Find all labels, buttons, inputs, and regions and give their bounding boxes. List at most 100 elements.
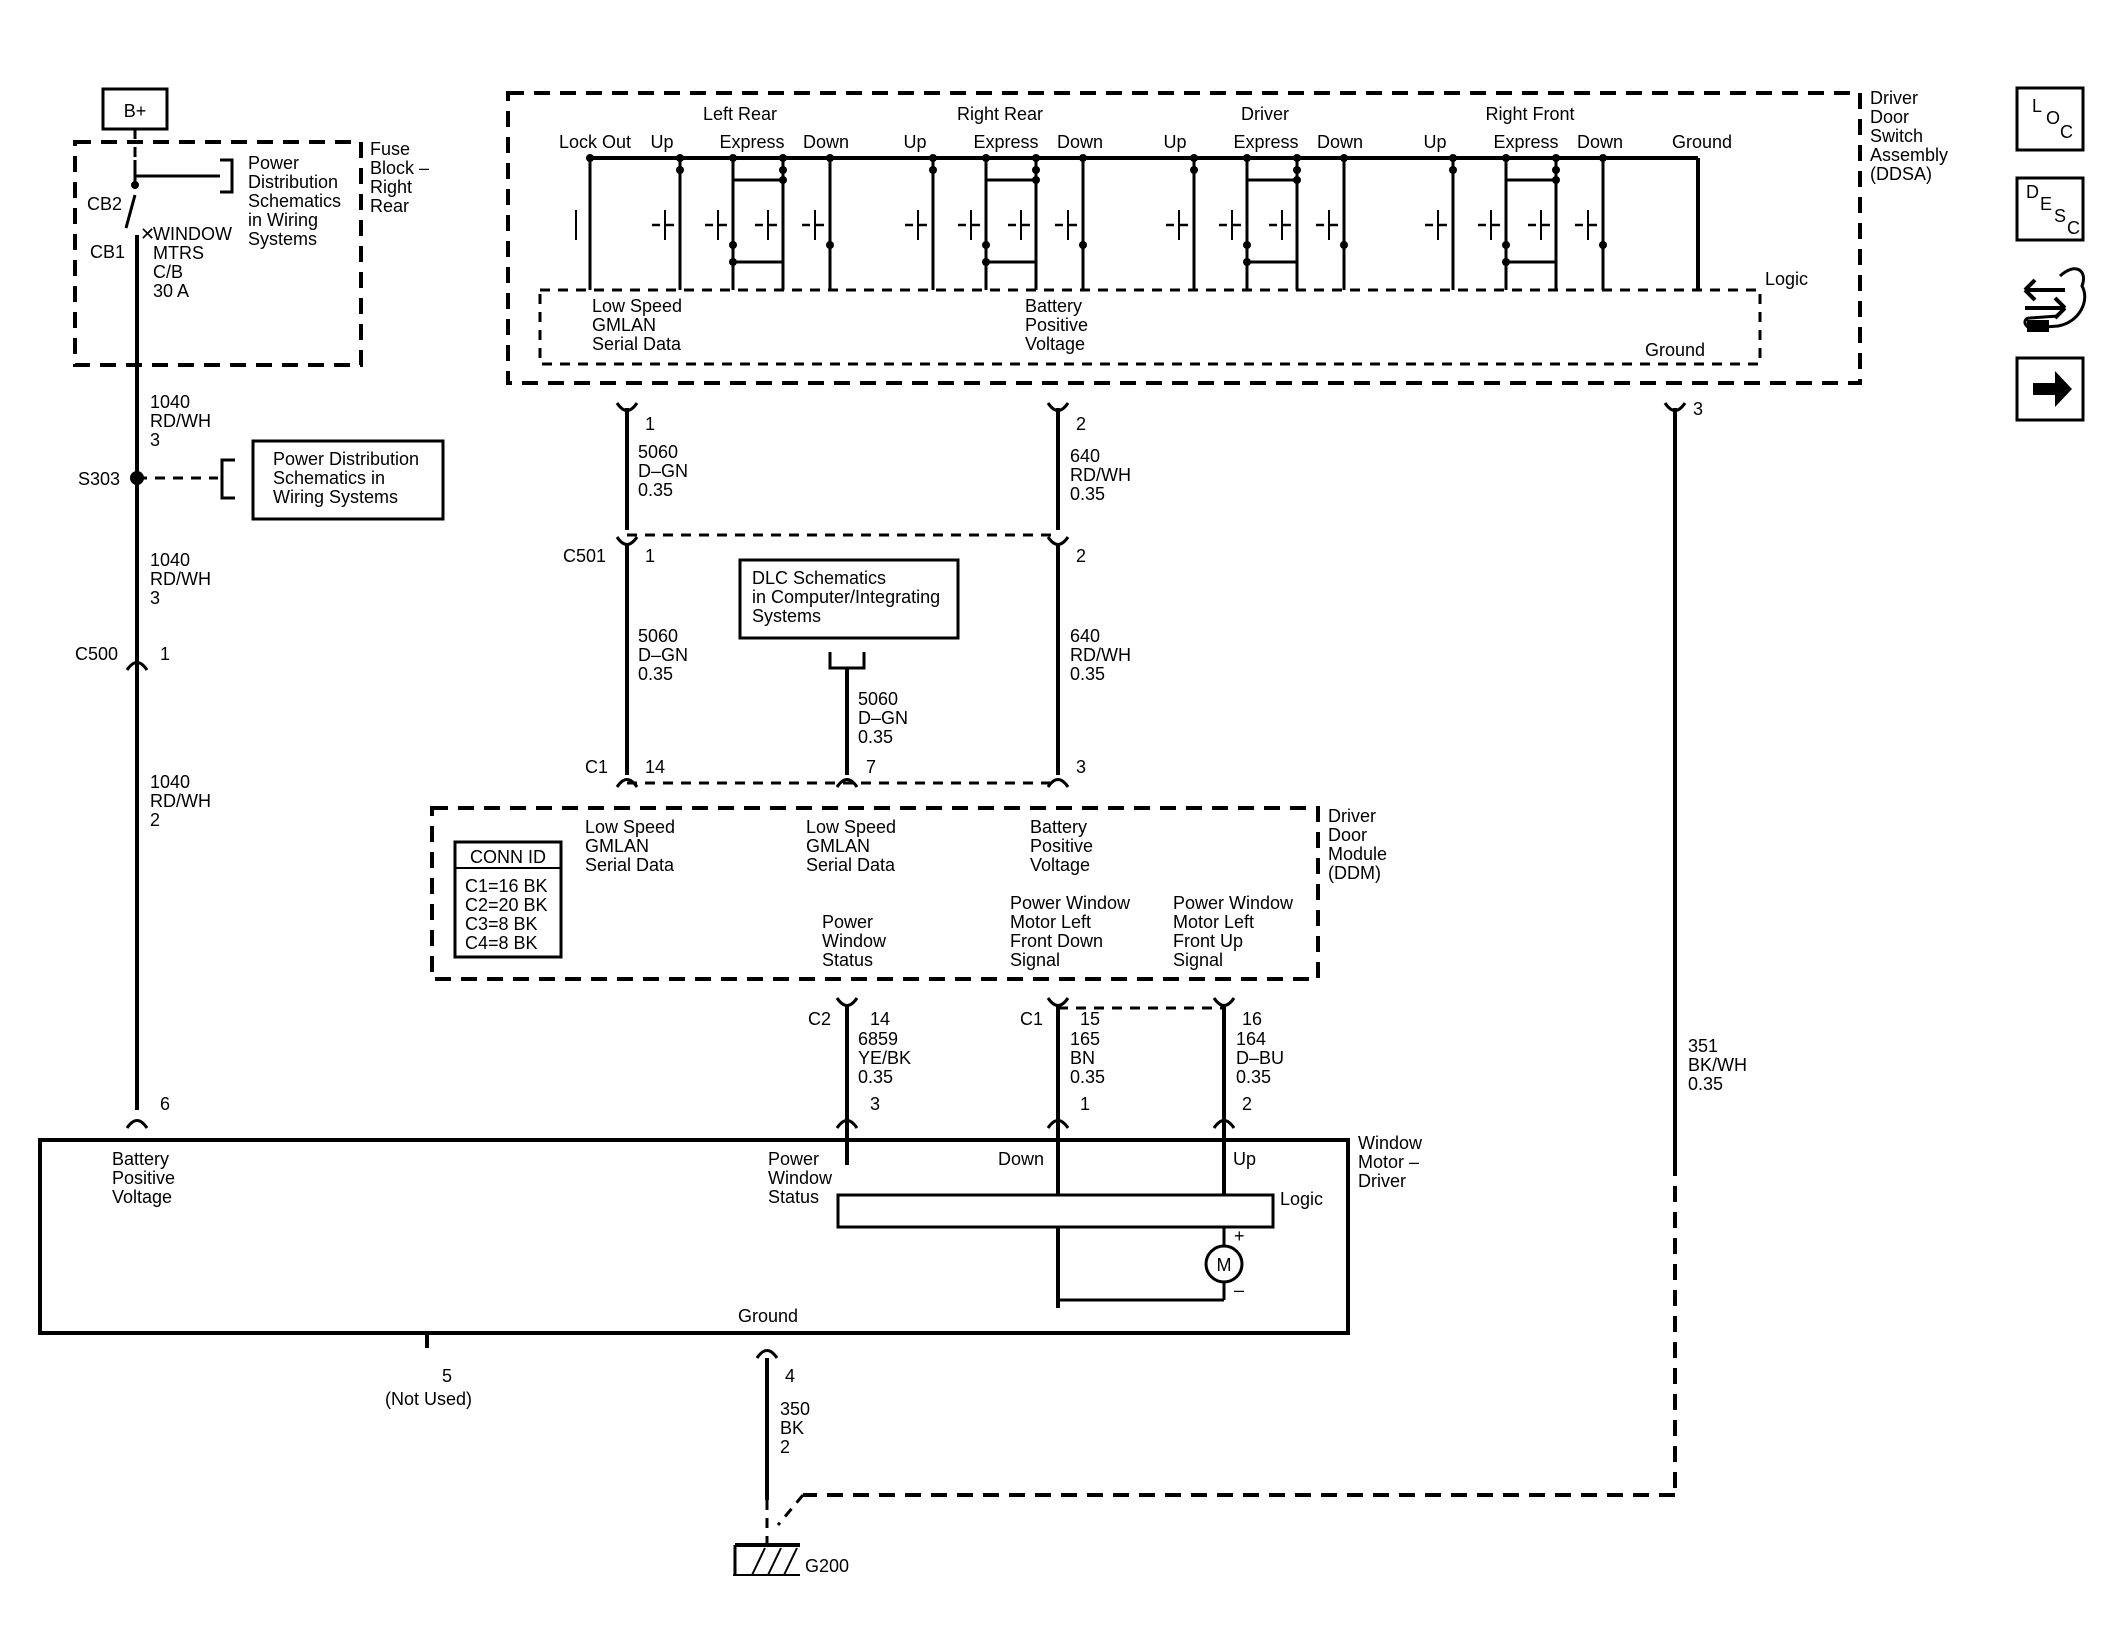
svg-text:Battery: Battery	[112, 1149, 169, 1169]
svg-text:D: D	[2026, 182, 2039, 202]
motor-down-label: Down	[998, 1149, 1044, 1169]
window-motor: Window Motor – Driver Battery Positive V…	[38, 1133, 1423, 1335]
ddm-motor-up-signal: Power Window Motor Left Front Up Signal	[1173, 893, 1294, 970]
svg-text:Serial Data: Serial Data	[806, 855, 896, 875]
svg-text:Serial Data: Serial Data	[592, 334, 682, 354]
right-arrow-icon[interactable]	[2033, 371, 2072, 407]
splice-ref-box: Power Distribution Schematics in Wiring …	[251, 439, 445, 521]
svg-text:6: 6	[160, 1094, 170, 1114]
svg-text:Positive: Positive	[1025, 315, 1088, 335]
ddsa-switch-assembly: Driver Door Switch Assembly (DDSA) Logic…	[506, 88, 1948, 385]
svg-text:C: C	[2067, 218, 2080, 238]
express-node	[729, 258, 737, 266]
loc-nav-button[interactable]: L O C	[2015, 86, 2085, 152]
svg-text:Switch: Switch	[1870, 126, 1923, 146]
motor-logic-label: Logic	[1280, 1189, 1323, 1209]
svg-text:Low Speed: Low Speed	[592, 296, 682, 316]
c2-label: C2	[808, 1009, 831, 1029]
dlc-bracket	[828, 652, 866, 670]
svg-text:5060: 5060	[858, 689, 898, 709]
svg-text:Motor Left: Motor Left	[1173, 912, 1254, 932]
svg-text:Power Window: Power Window	[1010, 893, 1131, 913]
svg-text:BN: BN	[1070, 1048, 1095, 1068]
svg-text:1: 1	[645, 414, 655, 434]
svg-text:165: 165	[1070, 1029, 1100, 1049]
svg-text:14: 14	[870, 1009, 890, 1029]
svg-text:Power Window: Power Window	[1173, 893, 1294, 913]
c1-label: C1	[585, 757, 608, 777]
motor-pin-3	[835, 1119, 859, 1129]
switch-node	[1502, 154, 1510, 162]
svg-text:L: L	[2032, 96, 2042, 116]
express-node	[982, 258, 990, 266]
svg-text:C3=8 BK: C3=8 BK	[465, 914, 538, 934]
ddsa-title: Driver Door Switch Assembly (DDSA)	[1870, 88, 1948, 184]
wire-label-350: 350 BK 2	[780, 1399, 810, 1457]
svg-text:O: O	[2046, 108, 2060, 128]
ref-bracket	[220, 158, 234, 194]
breaker-switch	[124, 194, 137, 229]
svg-text:6859: 6859	[858, 1029, 898, 1049]
wire-label-1040-mid: 1040 RD/WH 3	[150, 550, 211, 608]
cb1-label: CB1	[90, 242, 125, 262]
svg-text:640: 640	[1070, 446, 1100, 466]
svg-text:Power Distribution: Power Distribution	[273, 449, 419, 469]
next-page-nav-button[interactable]	[2015, 356, 2085, 422]
wire-label-640-lower: 640 RD/WH 0.35	[1070, 626, 1131, 684]
c2-pin-14	[835, 997, 859, 1007]
svg-text:Status: Status	[822, 950, 873, 970]
svg-text:Block –: Block –	[370, 158, 429, 178]
motor-m-symbol	[1204, 1244, 1244, 1284]
lock-out-label: Lock Out	[559, 132, 631, 152]
svg-text:Express: Express	[1233, 132, 1298, 152]
svg-text:Battery: Battery	[1030, 817, 1087, 837]
ddsa-switches	[575, 154, 1607, 290]
switch-node	[982, 154, 990, 162]
svg-text:Express: Express	[1493, 132, 1558, 152]
not-used-label: (Not Used)	[385, 1389, 472, 1409]
wire-label-351: 351 BK/WH 0.35	[1688, 1036, 1747, 1094]
motor-pin-6	[125, 1119, 149, 1129]
svg-text:C4=8 BK: C4=8 BK	[465, 933, 538, 953]
svg-text:RD/WH: RD/WH	[150, 791, 211, 811]
svg-text:Window: Window	[1358, 1133, 1423, 1153]
ddm-title: Driver Door Module (DDM)	[1328, 806, 1387, 883]
lock-out-node	[586, 154, 594, 162]
svg-text:Voltage: Voltage	[1030, 855, 1090, 875]
desc-nav-button[interactable]: D E S C	[2015, 176, 2085, 242]
svg-text:Door: Door	[1328, 825, 1367, 845]
svg-text:350: 350	[780, 1399, 810, 1419]
wire-label-5060-upper: 5060 D–GN 0.35	[638, 442, 688, 500]
svg-text:RD/WH: RD/WH	[150, 411, 211, 431]
svg-text:RD/WH: RD/WH	[150, 569, 211, 589]
conn-id-table: CONN ID C1=16 BK C2=20 BK C3=8 BK C4=8 B…	[453, 840, 563, 959]
motor-logic-box	[836, 1193, 1275, 1229]
switch-contact	[1032, 166, 1040, 174]
motor-pin-2	[1212, 1119, 1236, 1129]
svg-text:DLC Schematics: DLC Schematics	[752, 568, 886, 588]
svg-text:1040: 1040	[150, 550, 190, 570]
switch-node	[1599, 154, 1607, 162]
express-node	[1243, 258, 1251, 266]
svg-text:14: 14	[645, 757, 665, 777]
svg-text:in Wiring: in Wiring	[248, 210, 318, 230]
switch-node	[1079, 154, 1087, 162]
switch-contact	[982, 241, 990, 249]
switch-contact	[729, 241, 737, 249]
group-driver: Driver	[1241, 104, 1289, 124]
motor-up-label: Up	[1233, 1149, 1256, 1169]
c500-connector	[125, 661, 149, 671]
loc-icon[interactable]	[2015, 86, 2085, 152]
express-node	[1502, 258, 1510, 266]
switch-node	[779, 154, 787, 162]
switch-node	[1032, 154, 1040, 162]
connector-tool-icon[interactable]	[2023, 267, 2087, 332]
breaker-x-mark: ✕	[140, 224, 155, 244]
fuse-block-outline	[73, 140, 363, 367]
connector-pinout-nav-button[interactable]	[2023, 267, 2087, 332]
switch-contact	[1502, 241, 1510, 249]
fuse-ref-text: Power Distribution Schematics in Wiring …	[248, 153, 341, 249]
ddm-pw-status: Power Window Status	[822, 912, 887, 970]
desc-icon[interactable]	[2015, 176, 2085, 242]
express-node	[1552, 176, 1560, 184]
